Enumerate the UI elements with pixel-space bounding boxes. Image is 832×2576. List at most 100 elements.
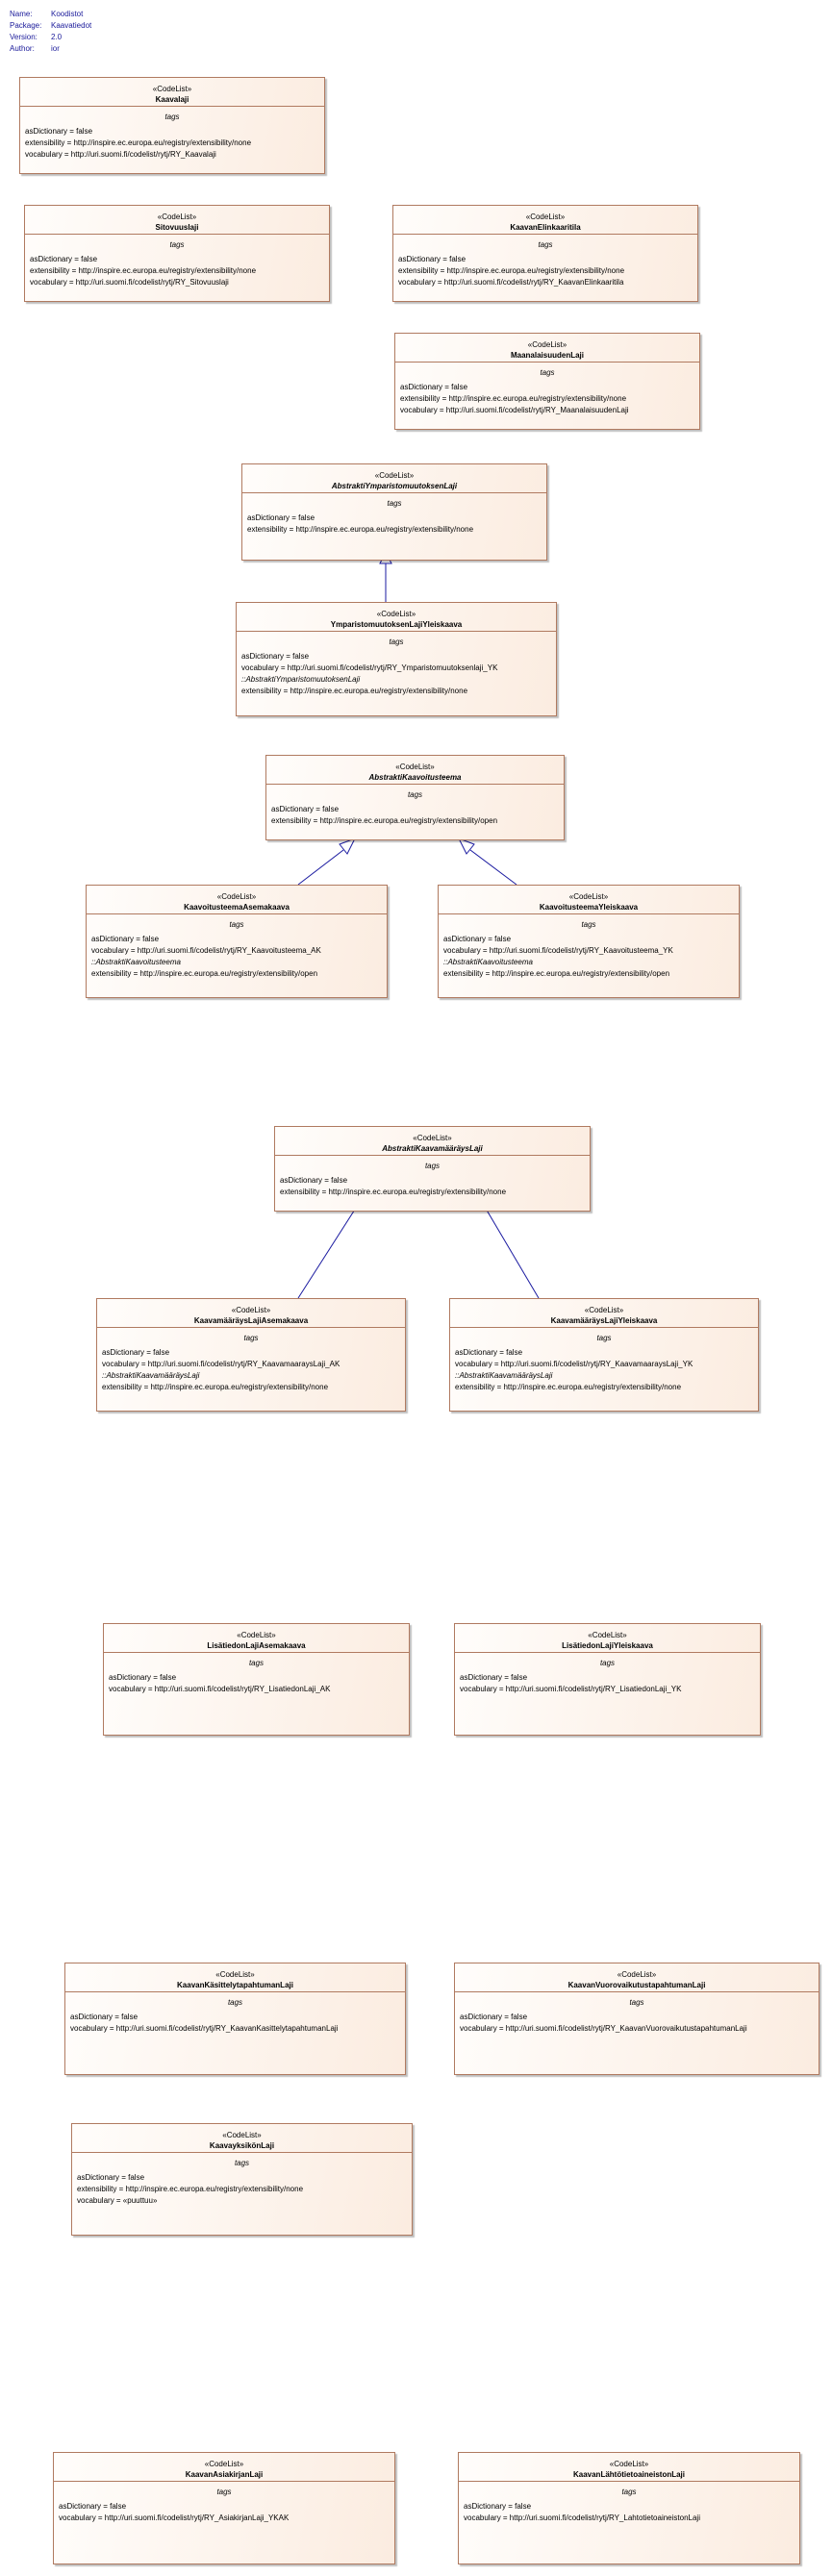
codelist-header: «CodeList»KaavayksikönLaji [72, 2124, 412, 2153]
codelist-header: «CodeList» AbstraktiYmparistomuutoksenLaj… [242, 464, 546, 493]
tag-value: asDictionary = false [280, 1176, 348, 1185]
inherited-from-label: ::AbstraktiKaavoitusteema [91, 958, 181, 966]
tag-value: asDictionary = false [59, 2502, 127, 2511]
tag-value: asDictionary = false [464, 2502, 532, 2511]
tags-section-label: tags [424, 1162, 441, 1170]
stereotype-label: «CodeList» [588, 1631, 627, 1639]
tag-value: extensibility = http://inspire.ec.europa… [400, 394, 627, 403]
meta-key: Author: [10, 44, 35, 53]
tags-section-label: tags [581, 920, 596, 929]
codelist-name: KaavanKäsittelytapahtumanLaji [177, 1981, 293, 1989]
stereotype-label: «CodeList» [395, 763, 435, 771]
tag-value: extensibility = http://inspire.ec.europa… [91, 969, 318, 978]
stereotype-label: «CodeList» [617, 1970, 657, 1979]
tags-section-label: tags [389, 638, 404, 646]
tag-value: vocabulary = http://uri.suomi.fi/codelis… [91, 946, 321, 955]
tags-section-label: tags [229, 920, 244, 929]
stereotype-label: «CodeList» [157, 213, 197, 221]
tag-value: asDictionary = false [25, 127, 93, 136]
codelist-name: Sitovuuslaji [155, 223, 199, 232]
tags-section-label: tags [169, 240, 185, 249]
tags-section-label: tags [596, 1334, 612, 1342]
tag-value: extensibility = http://inspire.ec.europa… [455, 1383, 682, 1391]
tag-value: extensibility = http://inspire.ec.europa… [443, 969, 670, 978]
codelist-name: YmparistomuutoksenLajiYleiskaava [330, 620, 463, 629]
codelist-header: «CodeList»KaavanLähtötietoaineistonLaji [459, 2453, 799, 2482]
tag-value: extensibility = http://inspire.ec.europa… [25, 138, 252, 147]
codelist-box-abstraktiymparisto[interactable]: «CodeList» AbstraktiYmparistomuutoksenLaj… [241, 463, 547, 561]
codelist-header: «CodeList»Kaavalaji [20, 78, 324, 107]
generalization-arrowhead [457, 838, 475, 855]
codelist-box-ymparistoyleiskaava[interactable]: «CodeList» YmparistomuutoksenLajiYleiskaa… [236, 602, 557, 716]
tag-value: asDictionary = false [460, 1673, 528, 1682]
tag-value: extensibility = http://inspire.ec.europa… [241, 687, 468, 695]
codelist-box-kasittelytapahtuma[interactable]: «CodeList»KaavanKäsittelytapahtumanLaji t… [64, 1963, 406, 2075]
tag-value: vocabulary = http://uri.suomi.fi/codelis… [241, 663, 498, 672]
codelist-name: KaavamääräysLajiYleiskaava [550, 1316, 658, 1325]
stereotype-label: «CodeList» [237, 1631, 276, 1639]
codelist-header: «CodeList»AbstraktiKaavoitusteema [266, 756, 564, 785]
codelist-header: «CodeList» LisätiedonLajiAsemakaava [104, 1624, 409, 1653]
tag-value: asDictionary = false [271, 805, 340, 813]
meta-row: Author:ior [10, 43, 91, 55]
codelist-name: KaavanVuorovaikutustapahtumanLaji [567, 1981, 706, 1989]
codelist-name: KaavamääräysLajiAsemakaava [193, 1316, 309, 1325]
tag-value: asDictionary = false [102, 1348, 170, 1357]
stereotype-label: «CodeList» [376, 610, 416, 618]
tag-value: vocabulary = http://uri.suomi.fi/codelis… [460, 2024, 747, 2033]
codelist-header: «CodeList»KaavoitusteemaAsemakaava [87, 886, 387, 914]
stereotype-label: «CodeList» [204, 2460, 244, 2468]
stereotype-label: «CodeList» [525, 213, 566, 221]
stereotype-label: «CodeList» [216, 892, 257, 901]
tags-section-label: tags [164, 113, 180, 121]
stereotype-label: «CodeList» [374, 471, 415, 480]
stereotype-label: «CodeList» [413, 1134, 452, 1142]
codelist-header: «CodeList»LisätiedonLajiYleiskaava [455, 1624, 760, 1653]
tags-section-label: tags [234, 2159, 250, 2167]
tags-section-label: tags [387, 499, 402, 508]
tag-value: asDictionary = false [460, 2013, 528, 2021]
codelist-header: «CodeList» KaavanAsiakirjanLaji [54, 2453, 394, 2482]
tags-section-label: tags [248, 1659, 265, 1667]
codelist-header: «CodeList»KaavamääräysLajiAsemakaava [97, 1299, 405, 1328]
codelist-name: KaavanAsiakirjanLaji [185, 2470, 264, 2479]
codelist-box-maaraysyleis[interactable]: «CodeList»KaavamääräysLajiYleiskaava tags… [449, 1298, 759, 1412]
tag-value: extensibility = http://inspire.ec.europa… [398, 266, 625, 275]
tags-section-label: tags [227, 1998, 243, 2007]
meta-value: 2.0 [51, 33, 63, 41]
codelist-name: KaavanLähtötietoaineistonLaji [572, 2470, 686, 2479]
inherited-from-label: ::AbstraktiKaavamääräysLaji [102, 1371, 200, 1380]
stereotype-label: «CodeList» [222, 2131, 262, 2139]
tag-value: asDictionary = false [70, 2013, 139, 2021]
codelist-header: «CodeList»KaavamääräysLajiYleiskaava [450, 1299, 758, 1328]
tag-value: vocabulary = http://uri.suomi.fi/codelis… [30, 278, 229, 287]
tag-value: vocabulary = http://uri.suomi.fi/codelis… [443, 946, 673, 955]
codelist-name: LisätiedonLajiAsemakaava [207, 1641, 306, 1650]
tag-values: asDictionary = false extensibility = http… [20, 122, 324, 161]
codelist-name: AbstraktiYmparistomuutoksenLaji [331, 482, 458, 490]
codelist-header: «CodeList»KaavanKäsittelytapahtumanLaji [65, 1963, 405, 1992]
codelist-box-vuorovaikutus[interactable]: «CodeList» KaavanVuorovaikutustapahtumanL… [454, 1963, 819, 2075]
meta-key: Name: [10, 10, 33, 18]
